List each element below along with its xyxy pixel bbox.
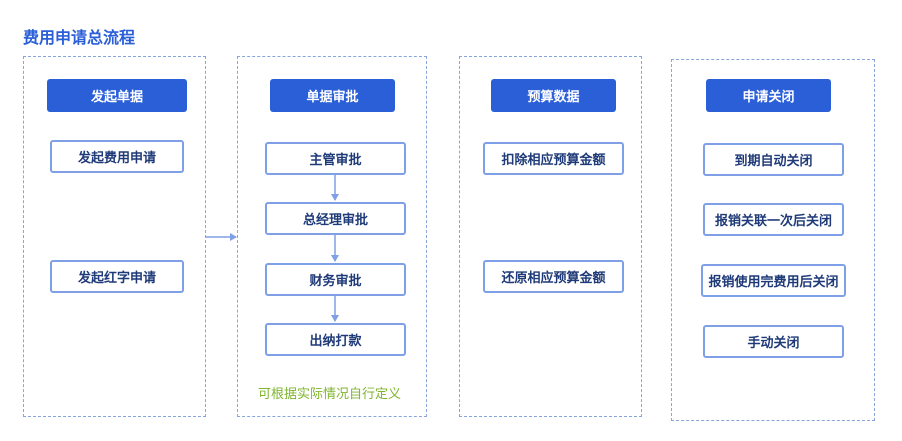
column-header-budget: 预算数据	[491, 79, 616, 112]
step-manual-close: 手动关闭	[703, 325, 844, 358]
step-deduct-budget: 扣除相应预算金额	[483, 142, 624, 175]
column-budget	[459, 56, 642, 417]
step-cashier-payment: 出纳打款	[265, 323, 406, 356]
column-header-initiate: 发起单据	[47, 79, 187, 112]
step-close-after-full-usage: 报销使用完费用后关闭	[701, 264, 846, 297]
step-auto-close-on-expiry: 到期自动关闭	[703, 143, 844, 176]
column-header-approval: 单据审批	[270, 79, 395, 112]
step-supervisor-approval: 主管审批	[265, 142, 406, 175]
column-header-close: 申请关闭	[706, 79, 831, 112]
step-close-after-one-reimbursement: 报销关联一次后关闭	[703, 203, 844, 236]
approval-note: 可根据实际情况自行定义	[258, 387, 402, 402]
column-close	[671, 59, 875, 421]
step-finance-approval: 财务审批	[265, 263, 406, 296]
page-title: 费用申请总流程	[23, 28, 136, 47]
column-approval	[237, 56, 427, 417]
step-initiate-expense-request: 发起费用申请	[50, 140, 184, 173]
column-initiate	[23, 56, 206, 417]
step-initiate-red-request: 发起红字申请	[50, 260, 184, 293]
step-restore-budget: 还原相应预算金额	[483, 260, 624, 293]
step-gm-approval: 总经理审批	[265, 202, 406, 235]
